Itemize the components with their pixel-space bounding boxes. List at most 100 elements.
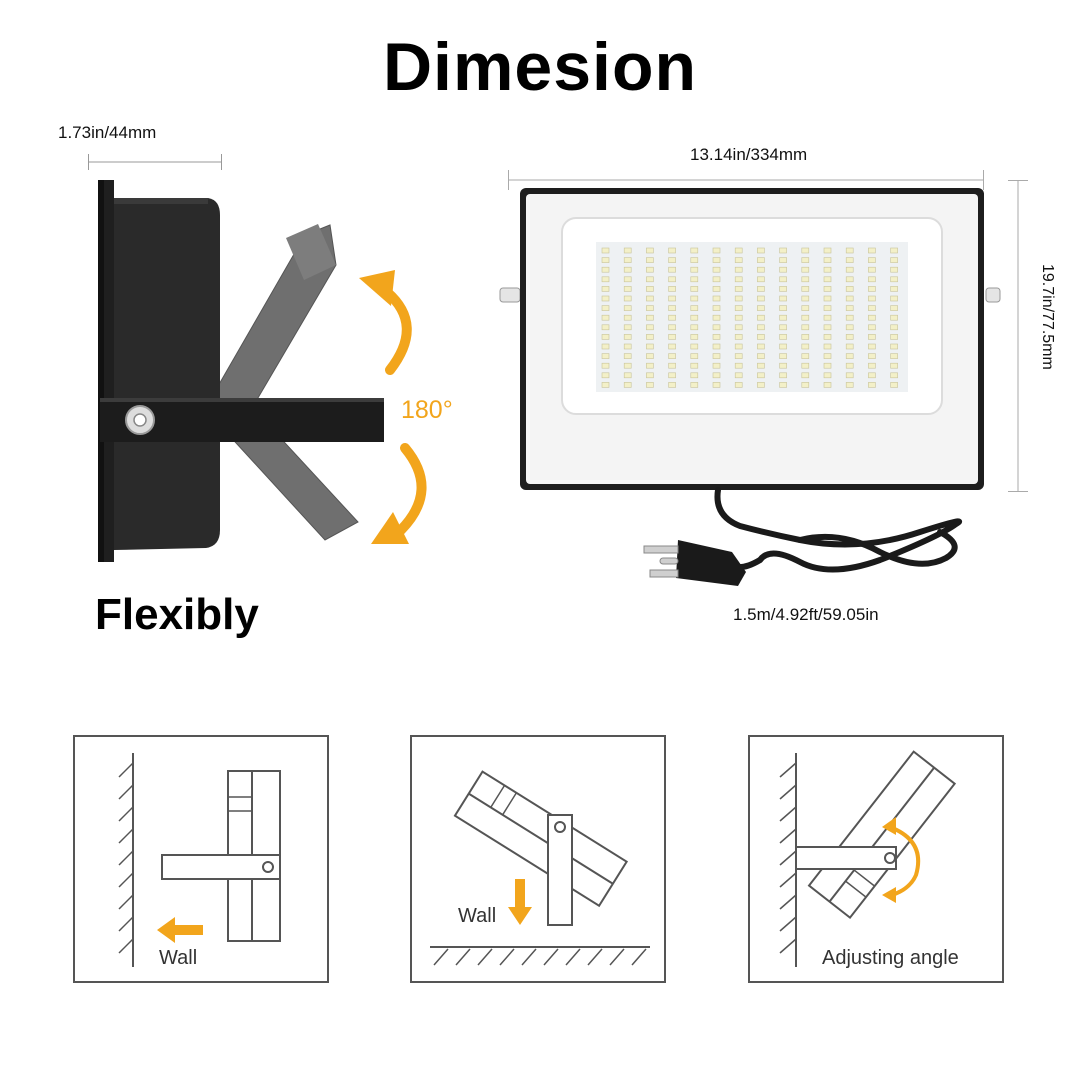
led-chip [623,266,632,273]
led-chip [757,314,765,321]
led-chip [779,276,787,283]
led-chip [646,257,654,263]
rotation-angle-label: 180° [401,396,453,424]
rotate-down-arrow-icon [371,443,427,544]
angle-mount-drawing [779,750,957,967]
rotate-both-arrow-icon [882,817,921,903]
led-chip [757,334,765,340]
led-chip [779,343,787,350]
led-chip [646,362,654,369]
led-chip [868,324,876,331]
led-chip [690,276,699,283]
led-chip [823,305,832,311]
led-chip [668,334,676,340]
led-chip [868,295,876,302]
side-view-illustration [98,180,384,562]
led-chip [845,276,854,283]
led-chip [801,324,810,331]
led-chip [823,362,832,369]
arrow-down-icon [508,879,532,925]
led-chip [757,382,765,388]
led-chip [823,353,832,359]
led-chip [601,372,610,379]
led-chip [823,334,832,340]
led-chip [757,247,765,254]
led-chip [712,314,721,321]
led-chip [801,286,810,292]
led-chip [623,334,632,340]
led-chip [845,286,854,292]
led-chip [690,324,699,331]
light-housing-side [98,180,220,562]
led-chip [690,286,699,292]
led-chip [601,343,610,350]
led-chip [668,295,676,302]
led-chip [668,382,676,388]
led-chip [845,353,854,359]
led-chip [890,295,898,302]
power-cord [714,487,962,573]
led-chip [601,266,610,273]
led-chip [690,362,699,369]
led-chip [623,314,632,321]
led-chip [646,372,654,379]
led-chip [757,362,765,369]
led-chip [646,266,654,273]
led-chip [668,314,676,321]
led-chip [779,247,787,254]
led-chip [845,382,854,388]
led-chip [734,314,743,321]
led-chip [646,324,654,331]
mounting-panel-wall: Wall [73,735,329,983]
led-chip [823,276,832,283]
led-chip [668,286,676,292]
led-chip [779,314,787,321]
led-chip [623,382,632,388]
led-chip [690,266,699,273]
led-chip [868,382,876,388]
led-chip [646,305,654,311]
led-chip [779,266,787,273]
led-chip [890,276,898,283]
led-chip [823,314,832,321]
led-chip [668,343,676,350]
led-chip [823,266,832,273]
led-chip [646,334,654,340]
mounting-panel-ground: Wall [410,735,666,983]
wall-mount-drawing [118,753,281,967]
led-chip [734,362,743,369]
led-chip [845,295,854,302]
led-chip [845,324,854,331]
led-chip [601,324,610,331]
led-chip [734,382,743,388]
led-chip [712,353,721,359]
led-chip [779,305,787,311]
led-chip [868,286,876,292]
led-chip [890,324,898,331]
led-chip [734,257,743,263]
led-chip [623,362,632,369]
led-chip [801,382,810,388]
led-chip [757,295,765,302]
led-chip [868,266,876,273]
led-chip [779,286,787,292]
led-chip [712,382,721,388]
led-chip [779,324,787,331]
led-chip [712,247,721,254]
depth-dimension-line [88,154,222,170]
rotate-up-arrow-icon [359,270,412,375]
led-chip [779,382,787,388]
led-chip [668,276,676,283]
led-chip [890,266,898,273]
led-chip [712,276,721,283]
led-chip [757,372,765,379]
led-chip [668,362,676,369]
led-chip [823,382,832,388]
led-chip [668,324,676,331]
led-chip [868,372,876,379]
led-chip [890,305,898,311]
led-chip [712,286,721,292]
led-chip [823,324,832,331]
led-chip [868,305,876,311]
led-chip [601,314,610,321]
